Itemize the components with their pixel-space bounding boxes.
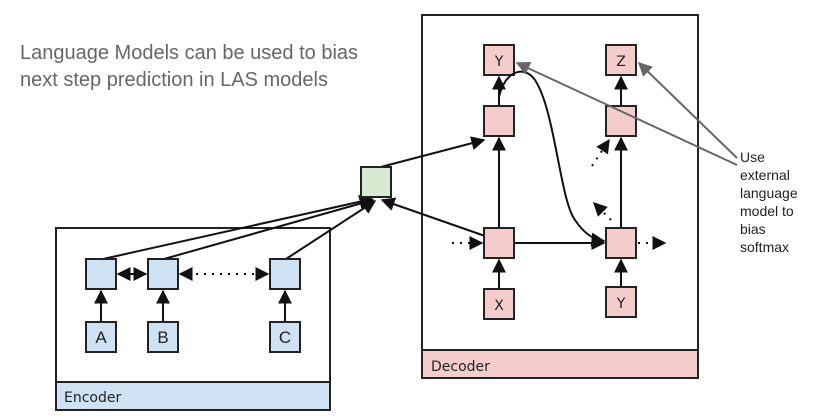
edge-dec1-attn xyxy=(380,197,486,237)
annotation-line: bias xyxy=(740,221,766,237)
decoder-label: Decoder xyxy=(431,359,490,375)
encoder-input-a xyxy=(85,321,117,353)
edge-attn-dec2 xyxy=(376,136,486,169)
edge-enc2-attn xyxy=(163,196,375,260)
annotation-line: Use xyxy=(740,149,765,165)
decoder-label-bar xyxy=(421,349,699,379)
annotation-line: softmax xyxy=(740,239,790,255)
encoder-label: Encoder xyxy=(64,390,121,406)
encoder-hidden-1 xyxy=(85,258,117,290)
decoder-input-2 xyxy=(605,286,637,318)
annotation-line: external xyxy=(740,167,790,183)
decoder-input-2-label: Y xyxy=(616,296,626,312)
attention-context-node xyxy=(360,166,392,198)
decoder-output-2-label: Z xyxy=(616,54,626,70)
decoder-output-1-label: Y xyxy=(494,54,504,70)
decoder-output-2 xyxy=(605,44,637,76)
encoder-hidden-2 xyxy=(147,258,179,290)
decoder-bottom-1 xyxy=(483,227,515,259)
annotation-line: model to xyxy=(740,203,794,219)
encoder-panel: Encoder xyxy=(55,227,331,411)
encoder-input-b xyxy=(147,321,179,353)
caption-text: Language Models can be used to bias next… xyxy=(20,42,359,91)
encoder-nodes: A B C xyxy=(85,258,301,353)
annotation-text: Use external language model to bias soft… xyxy=(740,148,798,256)
encoder-input-c-label: C xyxy=(279,328,291,347)
attention-edges xyxy=(102,136,486,260)
decoder-input-1 xyxy=(483,288,515,320)
encoder-label-bar xyxy=(55,381,331,411)
encoder-input-c xyxy=(269,321,301,353)
edge-enc3-attn xyxy=(285,200,377,260)
decoder-bottom-2 xyxy=(605,227,637,259)
annotation-pointers xyxy=(515,61,738,166)
edge-enc1-attn xyxy=(102,194,374,260)
decoder-top-1 xyxy=(483,105,515,137)
encoder-hidden-3 xyxy=(269,258,301,290)
decoder-panel: Decoder xyxy=(421,14,699,379)
encoder-input-b-label: B xyxy=(157,328,168,347)
encoder-input-a-label: A xyxy=(95,328,107,347)
encoder-arrows xyxy=(94,267,292,321)
decoder-output-1 xyxy=(483,44,515,76)
annotation-line: language xyxy=(740,185,798,201)
decoder-input-1-label: X xyxy=(494,298,504,314)
